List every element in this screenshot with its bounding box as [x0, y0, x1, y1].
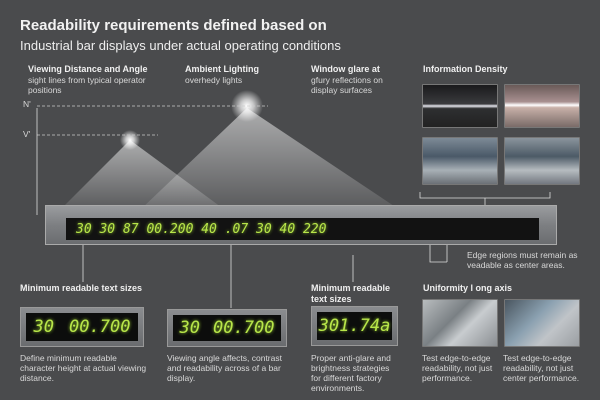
edge-note: Edge regions must remain as veadable as … [467, 250, 578, 270]
uniformity-text-left: Test edge-to-edge readability, not just … [422, 353, 493, 383]
light-cone-right [140, 108, 400, 210]
display-glare: 301.74a [311, 306, 398, 346]
glare-title: Minimum readable text sizes [311, 283, 391, 304]
section-text: gfury reflections on display surfaces [311, 75, 383, 95]
display-value-right: 00.700 [69, 317, 131, 337]
section-title: Ambient Lighting [185, 64, 259, 74]
display-value-left: 30 [179, 318, 200, 338]
display-angle: 30 00.700 [167, 309, 287, 347]
section-density-title: Information Density [423, 64, 508, 74]
display-value-right: 00.700 [213, 318, 275, 338]
section-glare: Window glare at gfury reflections on dis… [311, 64, 401, 95]
min-text-description: Define minimum readable character height… [20, 353, 147, 383]
section-text: overhedy lights [185, 75, 243, 85]
main-bar-display: 30 30 87 00.200 40 .07 30 40 220 [45, 205, 557, 245]
marker-v: V' [23, 129, 31, 139]
uniformity-title: Uniformity l ong axis [423, 283, 513, 293]
marker-n: N' [23, 99, 31, 109]
photo-light-fixture-bright [504, 84, 580, 128]
section-title: Window glare at [311, 64, 380, 74]
min-text-title: Minimum readable text sizes [20, 283, 143, 293]
section-title: Viewing Distance and Angle [28, 64, 148, 74]
main-display-readout: 30 30 87 00.200 40 .07 30 40 220 [66, 218, 539, 240]
page-subtitle: Industrial bar displays under actual ope… [20, 38, 341, 53]
display-value: 301.74a [317, 312, 392, 340]
photo-uniformity-left [422, 299, 498, 347]
photo-factory-line [422, 137, 498, 185]
display-value-left: 30 [33, 317, 54, 337]
angle-description: Viewing angle affects, contrast and read… [167, 353, 282, 383]
section-ambient: Ambient Lighting overhedy lights [185, 64, 305, 85]
section-viewing: Viewing Distance and Angle sight lines f… [28, 64, 168, 95]
uniformity-text-right: Test edge-to-edge readability, not just … [503, 353, 580, 383]
section-text: sight lines from typical operator positi… [28, 75, 146, 95]
page-title: Readability requirements defined based o… [20, 17, 327, 34]
display-min-text: 30 00.700 [20, 307, 144, 347]
glare-description: Proper anti-glare and brightness strateg… [311, 353, 391, 393]
photo-uniformity-right [504, 299, 580, 347]
photo-light-fixture-dark [422, 84, 498, 128]
photo-factory-floor [504, 137, 580, 185]
